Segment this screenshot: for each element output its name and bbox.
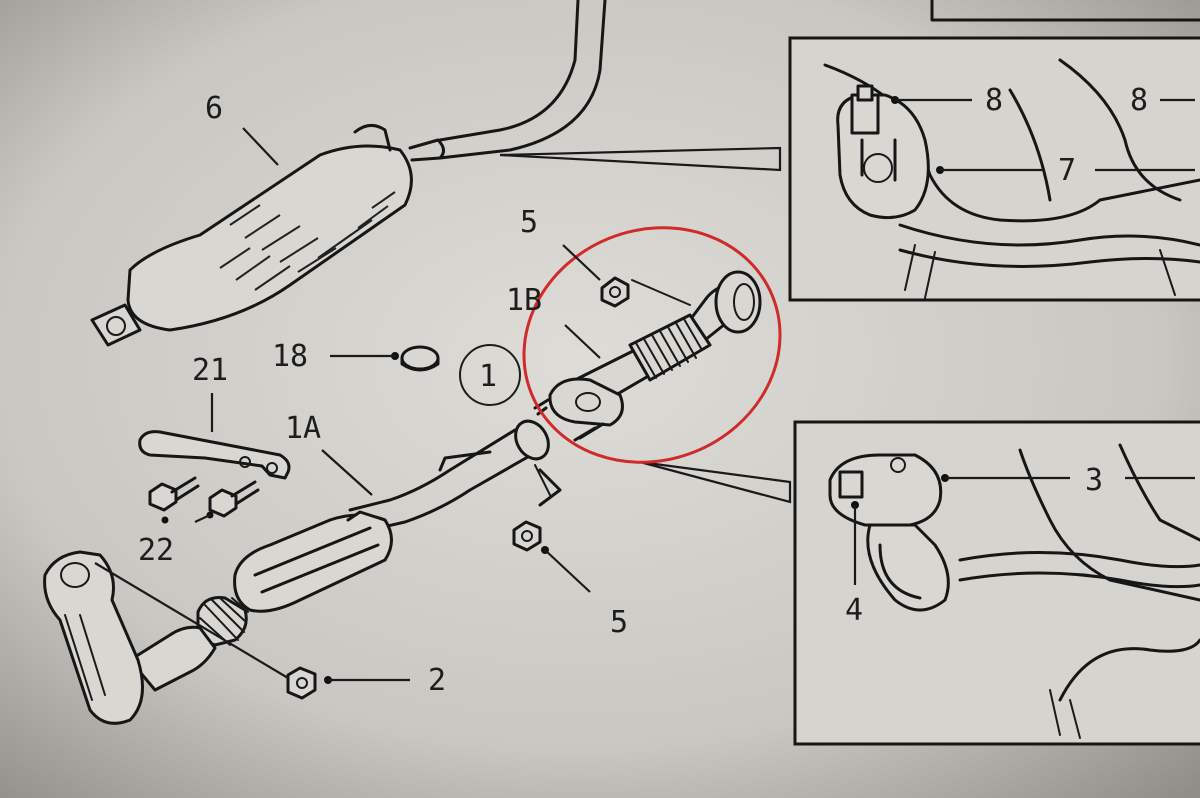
rear-pipe-outline-upper: [438, 0, 580, 142]
callout-1a: 1A: [285, 411, 321, 446]
bolt-part-22-right: [208, 480, 260, 518]
nut-part-5-bottom: [512, 520, 542, 552]
callout-1: 1: [479, 359, 497, 394]
leader-22: [194, 514, 211, 523]
highlight-circle: [522, 226, 782, 464]
leader-6: [242, 127, 279, 166]
leader-5-top: [562, 244, 601, 281]
callout-22: 22: [138, 533, 174, 568]
nut-part-5-top: [600, 276, 630, 308]
dot-22-left: [161, 516, 169, 524]
bolt-part-22-left: [148, 476, 200, 512]
callout-1-circle: [459, 344, 521, 406]
rear-pipe-outline-lower: [438, 0, 607, 160]
inset-hanger-detail-bottom: [793, 420, 1200, 746]
callout-5-bottom: 5: [610, 605, 628, 640]
leader-5-bottom: [544, 549, 591, 593]
flex-pipe-part-1b: [533, 270, 762, 442]
callout-3: 3: [1085, 463, 1103, 498]
plug-part-18: [400, 345, 440, 372]
leader-1b: [564, 324, 601, 359]
leader-5-top-stud: [631, 279, 691, 306]
leader-1a: [321, 449, 373, 496]
front-pipe-part-1a: [43, 419, 562, 725]
leader-2-stud: [94, 562, 289, 679]
muffler-part-6: [90, 124, 445, 347]
callout-6: 6: [205, 91, 223, 126]
callout-21: 21: [192, 353, 228, 388]
callout-1b: 1B: [506, 283, 542, 318]
bracket-part-21: [138, 430, 291, 480]
callout-8-left: 8: [985, 83, 1003, 118]
inset-pointer-bottom: [639, 460, 792, 504]
nut-part-2: [286, 666, 317, 700]
callout-2: 2: [428, 663, 446, 698]
inset-pointer-top: [499, 146, 782, 172]
callout-18: 18: [272, 339, 308, 374]
callout-8-right: 8: [1130, 83, 1148, 118]
callout-5-top: 5: [520, 205, 538, 240]
inset-top-edge: [930, 0, 1200, 22]
callout-4: 4: [845, 593, 863, 628]
callout-7: 7: [1058, 153, 1076, 188]
